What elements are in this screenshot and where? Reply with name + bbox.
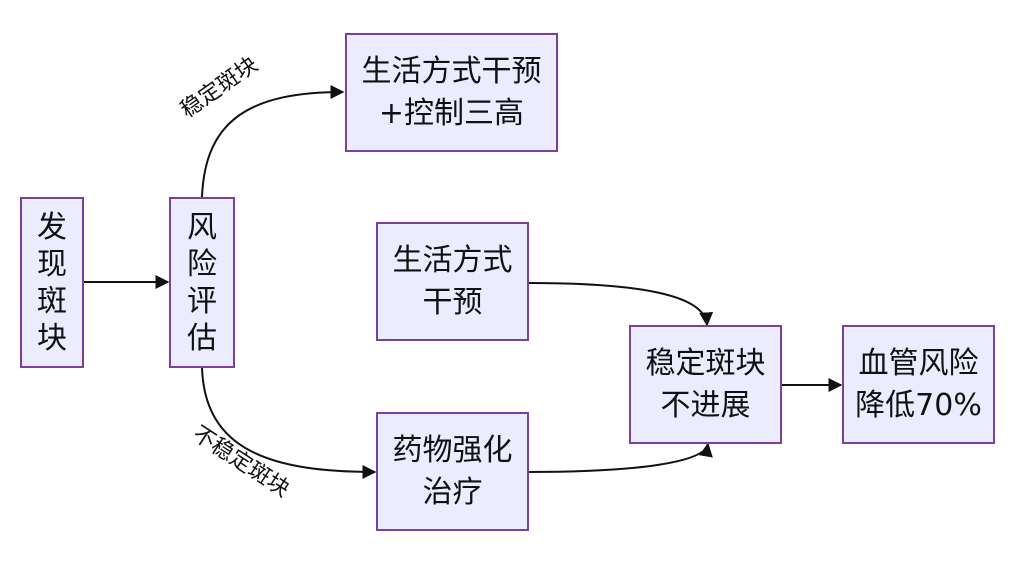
- node-assess-char: 评: [187, 283, 217, 319]
- node-discover-char: 发: [37, 209, 67, 245]
- node-discover-char: 斑: [37, 283, 67, 319]
- edge-assess-to-drug: [201, 367, 377, 479]
- node-discover-plaque: 发 现 斑 块: [20, 197, 84, 368]
- node-assess-char: 估: [187, 320, 217, 356]
- node-drug-line2: 治疗: [422, 474, 483, 510]
- node-lifestyle-line1: 生活方式: [392, 242, 513, 278]
- node-risk-reduction: 血管风险 降低70%: [842, 325, 995, 444]
- node-risk-line1: 血管风险: [858, 345, 979, 381]
- node-stable-line1: 稳定斑块: [645, 345, 766, 381]
- node-stable-plaque: 稳定斑块 不进展: [629, 325, 782, 444]
- node-stable-line2: 不进展: [660, 387, 751, 423]
- edge-assess-to-lifestyle-control: [201, 85, 345, 198]
- node-assess-char: 险: [187, 246, 217, 282]
- node-lifestyle-control-line2: +控制三高: [378, 95, 525, 131]
- node-lifestyle-control-line1: 生活方式干预: [361, 53, 542, 89]
- node-discover-char: 块: [37, 320, 67, 356]
- node-lifestyle-control: 生活方式干预 +控制三高: [345, 33, 558, 152]
- edge-drug-to-stable: [527, 442, 713, 473]
- node-drug-line1: 药物强化: [392, 432, 513, 468]
- node-discover-char: 现: [37, 246, 67, 282]
- node-risk-line2: 降低70%: [855, 387, 982, 423]
- node-lifestyle-line2: 干预: [422, 284, 483, 320]
- node-risk-assessment: 风 险 评 估: [169, 197, 235, 368]
- edge-lifestyle-to-stable: [527, 282, 714, 327]
- node-drug-therapy: 药物强化 治疗: [376, 412, 529, 531]
- node-lifestyle-intervention: 生活方式 干预: [376, 222, 529, 341]
- node-assess-char: 风: [187, 209, 217, 245]
